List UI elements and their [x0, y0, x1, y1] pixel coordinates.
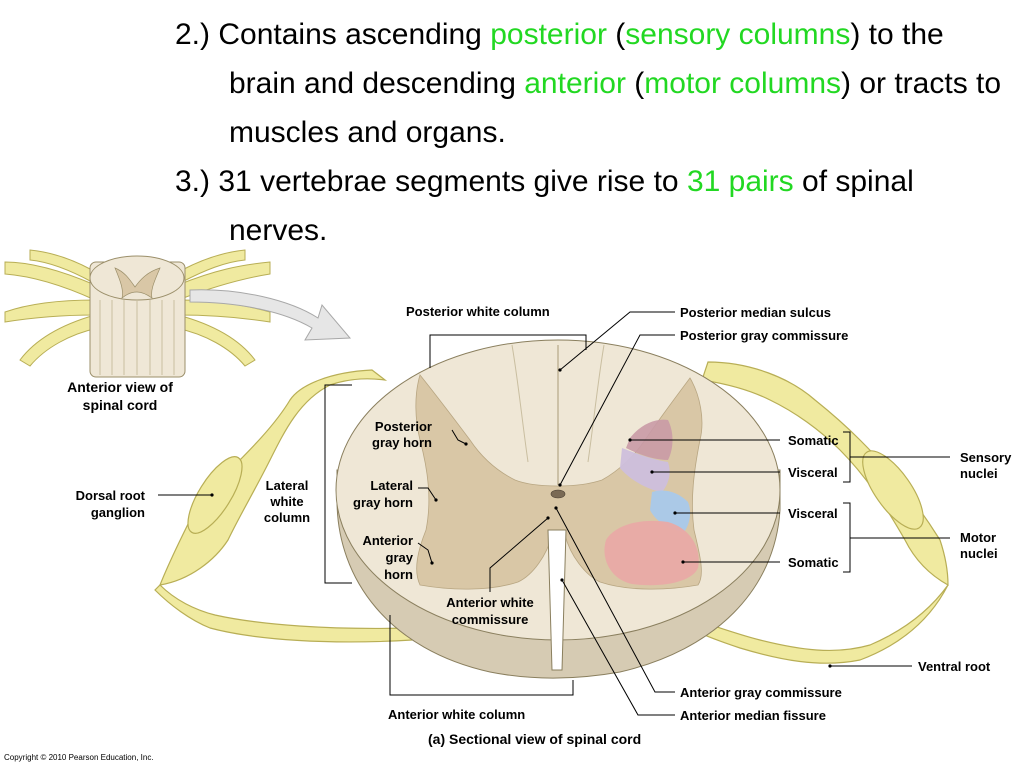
labels: Posterior white column Posterior median … — [4, 304, 1012, 762]
label-anterior-white-commissure-2: commissure — [452, 612, 529, 627]
bullet-number: 3.) — [175, 165, 219, 198]
left-ganglion — [187, 456, 243, 534]
label-sensory-nuclei-2: nuclei — [960, 466, 998, 481]
slide-text: 2.) Contains ascending posterior (sensor… — [175, 10, 1005, 255]
label-anterior-median-fissure: Anterior median fissure — [680, 708, 826, 723]
label-somatic-motor: Somatic — [788, 555, 839, 570]
sensory-visceral-nucleus — [620, 448, 670, 492]
cord-section — [335, 339, 781, 679]
highlighted-term: posterior — [490, 18, 607, 51]
highlighted-term: 31 pairs — [686, 165, 794, 198]
bullet-text: ) to the brain and descending — [229, 18, 944, 100]
label-visceral-motor: Visceral — [788, 506, 838, 521]
highlighted-term: anterior — [524, 67, 626, 100]
label-anterior-white-column: Anterior white column — [388, 707, 525, 722]
bullet-2: 2.) Contains ascending posterior (sensor… — [175, 10, 1005, 157]
label-visceral-sensory: Visceral — [788, 465, 838, 480]
label-anterior-gray-horn-3: horn — [384, 567, 413, 582]
label-posterior-gray-horn-2: gray horn — [372, 435, 432, 450]
label-anterior-gray-horn-2: gray — [386, 550, 414, 565]
bullet-number: 2.) — [175, 18, 219, 51]
label-lateral-gray-horn-1: Lateral — [370, 478, 413, 493]
inset-label-1: Anterior view of — [67, 379, 173, 395]
label-lateral-white-column-3: column — [264, 510, 310, 525]
inset-label-2: spinal cord — [83, 397, 158, 413]
label-posterior-white-column: Posterior white column — [406, 304, 550, 319]
label-anterior-white-commissure-1: Anterior white — [446, 595, 533, 610]
label-anterior-gray-commissure: Anterior gray commissure — [680, 685, 842, 700]
bullet-text: ) or tracts to muscles and organs. — [229, 67, 1002, 149]
label-motor-nuclei-2: nuclei — [960, 546, 998, 561]
bullet-text: ( — [606, 18, 626, 51]
bullet-text: 31 vertebrae segments give rise to — [218, 165, 687, 198]
zoom-arrow — [189, 289, 352, 341]
label-lateral-gray-horn-2: gray horn — [353, 495, 413, 510]
bullet-text: Contains ascending — [218, 18, 491, 51]
nerve-roots — [154, 361, 949, 664]
label-posterior-gray-horn-1: Posterior — [375, 419, 432, 434]
label-dorsal-root-ganglion-1: Dorsal root — [76, 488, 146, 503]
inset-anterior-view: Anterior view of spinal cord — [4, 249, 271, 413]
leader-lines — [158, 311, 950, 716]
label-motor-nuclei-1: Motor — [960, 530, 996, 545]
label-lateral-white-column-1: Lateral — [266, 478, 309, 493]
label-sensory-nuclei-1: Sensory — [960, 450, 1012, 465]
copyright-notice: Copyright © 2010 Pearson Education, Inc. — [4, 753, 154, 762]
label-posterior-median-sulcus: Posterior median sulcus — [680, 305, 831, 320]
label-dorsal-root-ganglion-2: ganglion — [91, 505, 145, 520]
bullet-text: ( — [625, 67, 645, 100]
label-somatic-sensory: Somatic — [788, 433, 839, 448]
label-ventral-root: Ventral root — [918, 659, 991, 674]
highlighted-term: motor columns — [644, 67, 842, 100]
highlighted-term: sensory columns — [625, 18, 851, 51]
label-lateral-white-column-2: white — [269, 494, 303, 509]
bullet-text: of spinal nerves. — [229, 165, 914, 247]
label-anterior-gray-horn-1: Anterior — [362, 533, 413, 548]
label-posterior-gray-commissure: Posterior gray commissure — [680, 328, 848, 343]
bullet-3: 3.) 31 vertebrae segments give rise to 3… — [175, 157, 1005, 255]
figure-caption: (a) Sectional view of spinal cord — [428, 731, 641, 747]
right-ganglion — [862, 450, 924, 530]
motor-somatic-nucleus — [604, 520, 699, 586]
